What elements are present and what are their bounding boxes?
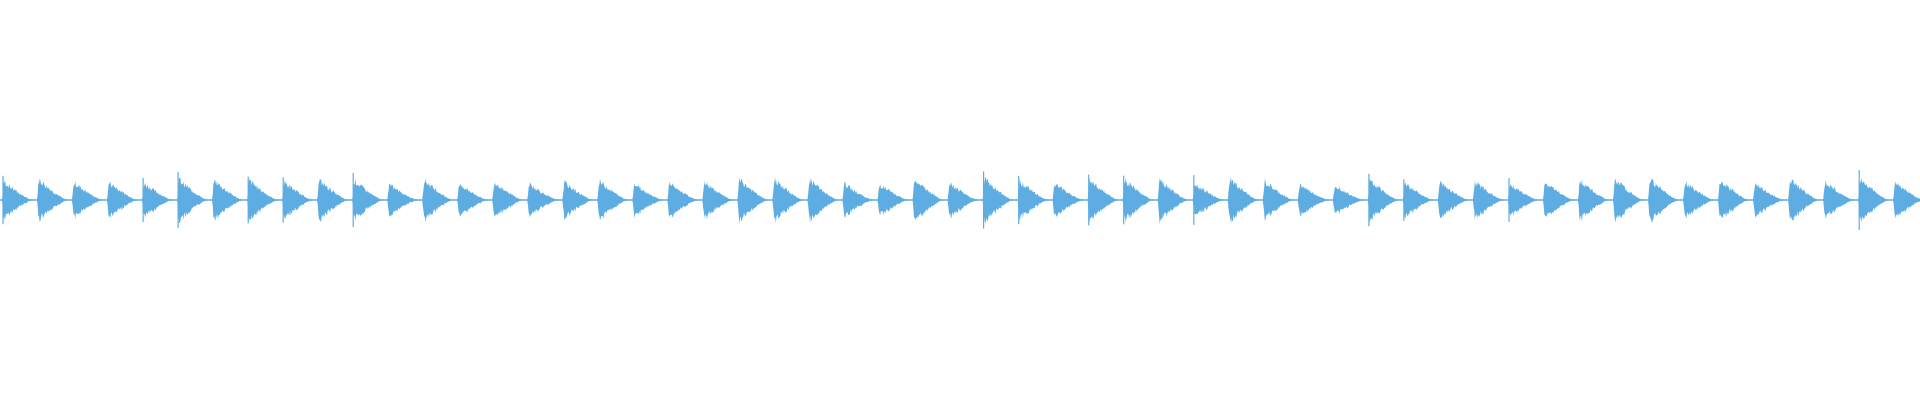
- waveform-pulse: [457, 183, 488, 217]
- waveform-pulse: [387, 183, 418, 217]
- waveform-pulse: [772, 177, 803, 224]
- waveform-pulse: [1543, 183, 1574, 218]
- waveform-pulse: [37, 178, 68, 222]
- waveform-pulse: [1753, 182, 1784, 218]
- waveform-pulse: [1087, 177, 1118, 223]
- waveform-pulse: [1613, 179, 1644, 223]
- waveform-pulse: [1648, 178, 1679, 223]
- waveform-pulse: [527, 182, 558, 218]
- waveform-pulse: [107, 181, 138, 219]
- waveform-pulse: [1823, 179, 1854, 219]
- waveform-pulse: [1052, 184, 1083, 217]
- waveform-pulse: [1192, 184, 1223, 215]
- waveform-pulse: [2, 179, 33, 221]
- waveform-pulse: [1893, 181, 1920, 219]
- waveform-pulse: [737, 176, 768, 225]
- waveform-pulse: [352, 178, 383, 221]
- waveform-pulse: [912, 181, 943, 220]
- waveform-pulse: [1788, 178, 1819, 221]
- waveform-pulse: [1227, 177, 1258, 223]
- waveform-pulse: [1367, 178, 1398, 223]
- waveform-pulse: [1157, 177, 1188, 224]
- waveform-pulse: [1508, 183, 1539, 216]
- waveform-pulse: [1297, 183, 1328, 217]
- waveform-pulse: [982, 176, 1013, 224]
- waveform-pulse: [597, 178, 628, 221]
- waveform-pulse: [1017, 179, 1048, 221]
- waveform-pulse: [1683, 180, 1714, 219]
- waveform-pulse: [492, 182, 523, 217]
- waveform-pulse: [1578, 178, 1609, 222]
- waveform-pulse: [632, 183, 663, 219]
- waveform-pulse: [177, 177, 208, 224]
- waveform-pulse: [212, 179, 243, 221]
- waveform-pulse: [702, 180, 733, 220]
- waveform-pulse: [842, 181, 873, 218]
- waveform-pulse: [1437, 180, 1469, 219]
- waveform-pulse: [667, 181, 698, 218]
- waveform-pulse: [562, 180, 593, 220]
- waveform-pulse: [72, 180, 103, 220]
- waveform-pulse: [1718, 181, 1749, 218]
- waveform-pulse: [142, 182, 173, 218]
- waveform-pulse: [877, 184, 908, 216]
- waveform-pulse: [1122, 177, 1153, 224]
- waveform-pulse: [1473, 180, 1504, 221]
- waveform-pulse: [422, 178, 453, 223]
- waveform-pulse: [282, 180, 313, 219]
- waveform-pulse: [1262, 179, 1293, 221]
- waveform-pulse: [1402, 182, 1433, 219]
- waveform-pulse: [947, 182, 978, 218]
- waveform-pulse: [1332, 186, 1363, 214]
- waveform-pulses: [2, 170, 1920, 230]
- waveform-pulse: [1858, 177, 1889, 223]
- waveform-pulse: [317, 179, 348, 223]
- waveform-pulse: [807, 177, 838, 223]
- waveform-pulse: [247, 178, 278, 222]
